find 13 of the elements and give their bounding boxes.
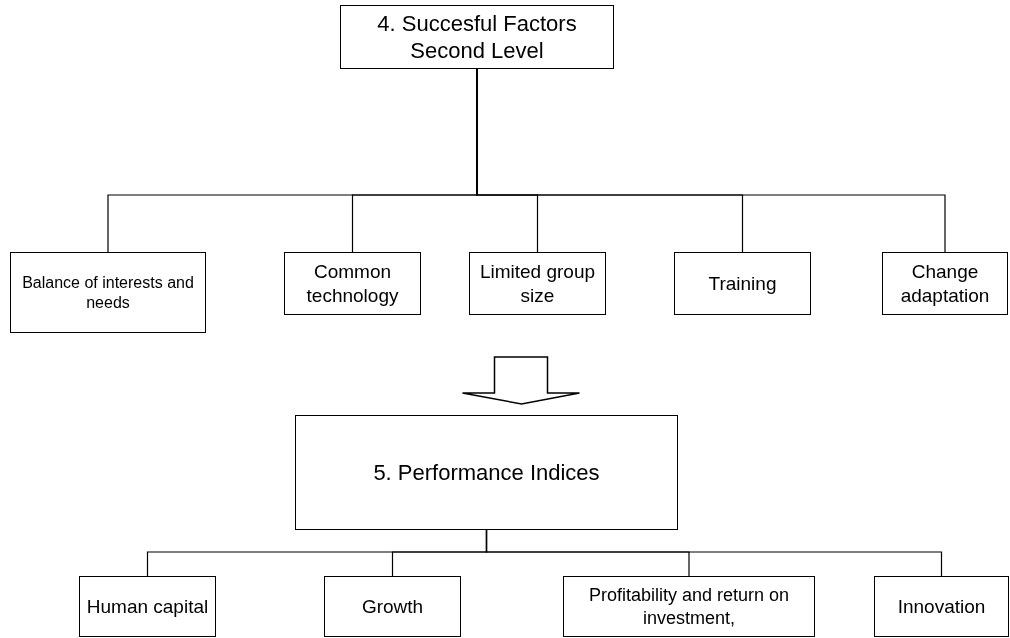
text-box: 4. Succesful Factors Second Level <box>340 5 614 69</box>
text-box: Limited group size <box>469 252 606 315</box>
connector-line <box>485 529 943 577</box>
block-arrow <box>461 356 581 405</box>
text-box: Human capital <box>79 576 216 637</box>
text-box: Training <box>674 252 811 315</box>
text-box: Change adaptation <box>882 252 1008 315</box>
text-box: Common technology <box>284 252 421 315</box>
text-box: Profitability and return on investment, <box>563 576 815 637</box>
text-box: 5. Performance Indices <box>295 415 678 530</box>
text-box: Balance of interests and needs <box>10 252 206 333</box>
text-box: Growth <box>324 576 461 637</box>
text-box: Innovation <box>874 576 1009 637</box>
